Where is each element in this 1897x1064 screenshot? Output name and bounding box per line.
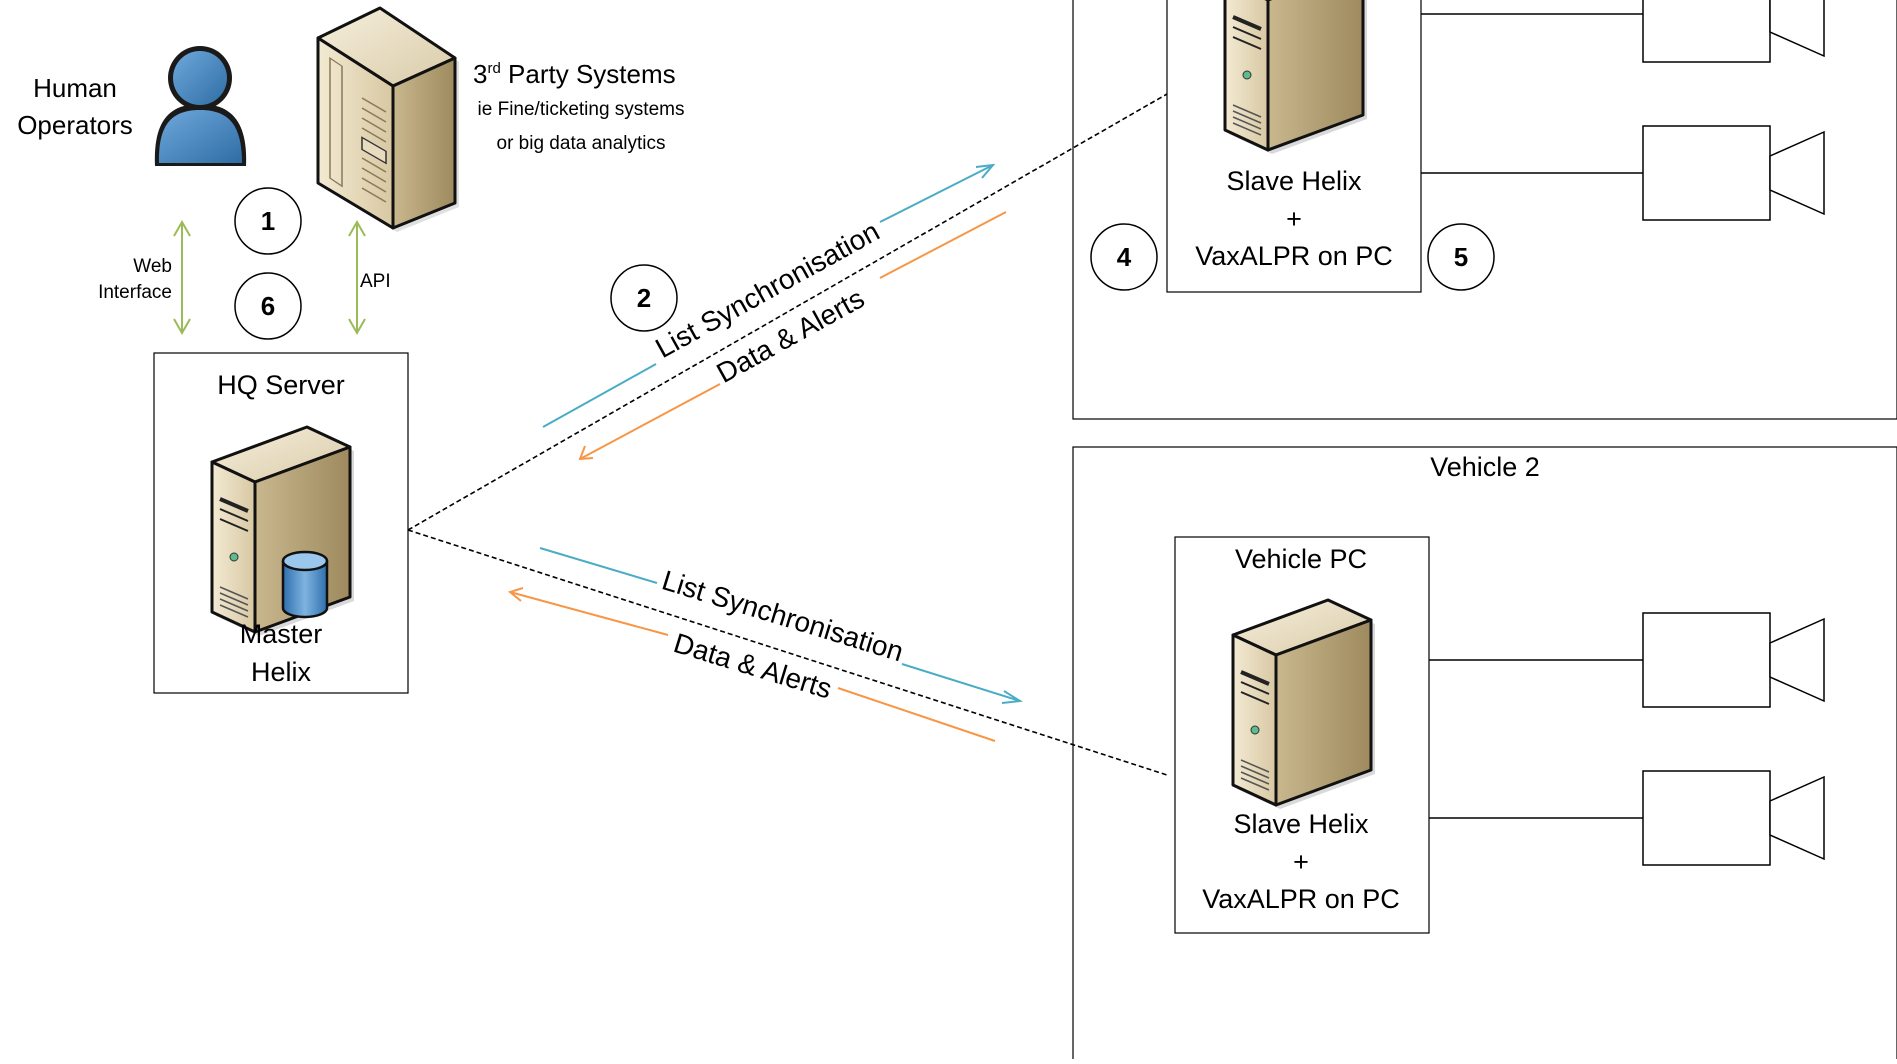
vehicle2-title: Vehicle 2 <box>1430 452 1540 482</box>
vehicle1-camera1-icon <box>1642 0 1825 63</box>
marker-2-label: 2 <box>637 283 651 313</box>
vehicle1-slave-line3: VaxALPR on PC <box>1195 241 1393 271</box>
hq-master-line2: Helix <box>251 657 312 687</box>
marker-4-label: 4 <box>1117 242 1132 272</box>
third-party-title-3: 3 <box>473 59 487 89</box>
web-interface-label-line2: Interface <box>98 282 172 303</box>
vehicle2-slave-line3: VaxALPR on PC <box>1202 884 1400 914</box>
third-party-sub-line1: ie Fine/ticketing systems <box>478 99 685 120</box>
marker-5: 5 <box>1427 223 1495 291</box>
marker-6: 6 <box>234 272 302 340</box>
web-interface-arrow <box>173 219 191 336</box>
vehicle2-pc-title: Vehicle PC <box>1235 544 1367 574</box>
vehicle2-server-icon <box>1231 598 1377 811</box>
vehicle2-camera1-icon <box>1642 612 1825 708</box>
vehicle1-camera2-icon <box>1642 125 1825 221</box>
hq-master-line1: Master <box>240 619 323 649</box>
third-party-title-rest: Party Systems <box>501 59 676 89</box>
marker-4: 4 <box>1090 223 1158 291</box>
marker-2: 2 <box>610 264 678 332</box>
link-hq-vehicle1 <box>407 93 1168 531</box>
database-icon <box>281 550 329 619</box>
data-arrow-vehicle2 <box>507 587 996 742</box>
hq-server-title: HQ Server <box>217 370 345 400</box>
api-arrow <box>348 219 366 336</box>
third-party-title-sup: rd <box>487 60 500 77</box>
vehicle1-slave-line1: Slave Helix <box>1226 166 1362 196</box>
vehicle1-box <box>1072 0 1897 420</box>
third-party-title: 3rd Party Systems <box>473 59 676 89</box>
link-hq-vehicle2 <box>407 529 1168 776</box>
marker-5-label: 5 <box>1454 242 1468 272</box>
vehicle2-slave-line1: Slave Helix <box>1233 809 1369 839</box>
vehicle2-box <box>1072 446 1897 1064</box>
marker-1-label: 1 <box>261 206 275 236</box>
marker-6-label: 6 <box>261 291 275 321</box>
vehicle1-slave-line2: + <box>1286 204 1302 234</box>
operators-label-line1: Human <box>33 73 117 103</box>
data-arrow-vehicle1 <box>578 211 1007 461</box>
sync-arrow-vehicle1 <box>542 163 996 428</box>
third-party-sub-line2: or big data analytics <box>497 133 666 154</box>
sync-arrow-vehicle2 <box>539 547 1023 704</box>
operators-label-line2: Operators <box>17 110 133 140</box>
api-label: API <box>360 271 391 292</box>
person-icon <box>154 46 247 166</box>
marker-1: 1 <box>234 187 302 255</box>
third-party-server-icon <box>316 6 459 232</box>
web-interface-label-line1: Web <box>133 256 172 277</box>
vehicle2-camera2-icon <box>1642 770 1825 866</box>
vehicle2-slave-line2: + <box>1293 847 1309 877</box>
